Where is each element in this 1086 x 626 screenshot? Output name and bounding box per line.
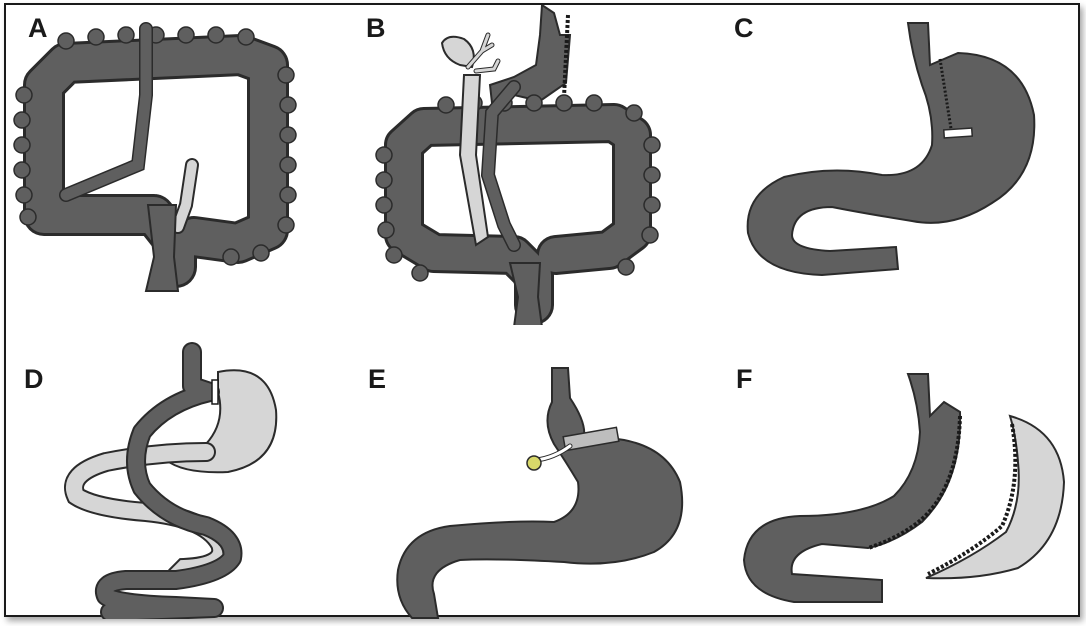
stomach-c [748,23,1035,275]
sleeve-stomach-illustration [722,5,1080,312]
panel-c: C [722,5,1080,312]
staple-d [212,380,218,404]
figure-frame: A B [4,3,1080,617]
colon-biliary-illustration [364,5,722,325]
gastric-band-illustration [364,312,722,619]
colon-illustration [6,5,364,312]
sleeve-stomach-f [744,374,960,602]
stomach-pouch [490,5,570,103]
gastric-bypass-illustration [6,312,364,619]
panel-b: B [364,5,722,312]
panel-d: D [6,312,364,619]
panel-a: A [6,5,364,312]
panel-f: F [722,312,1080,619]
band-c [944,128,972,138]
injection-port [527,456,541,470]
panel-e: E [364,312,722,619]
rectum [146,205,178,291]
stomach-e [397,368,682,618]
sleeve-resection-illustration [722,312,1080,619]
